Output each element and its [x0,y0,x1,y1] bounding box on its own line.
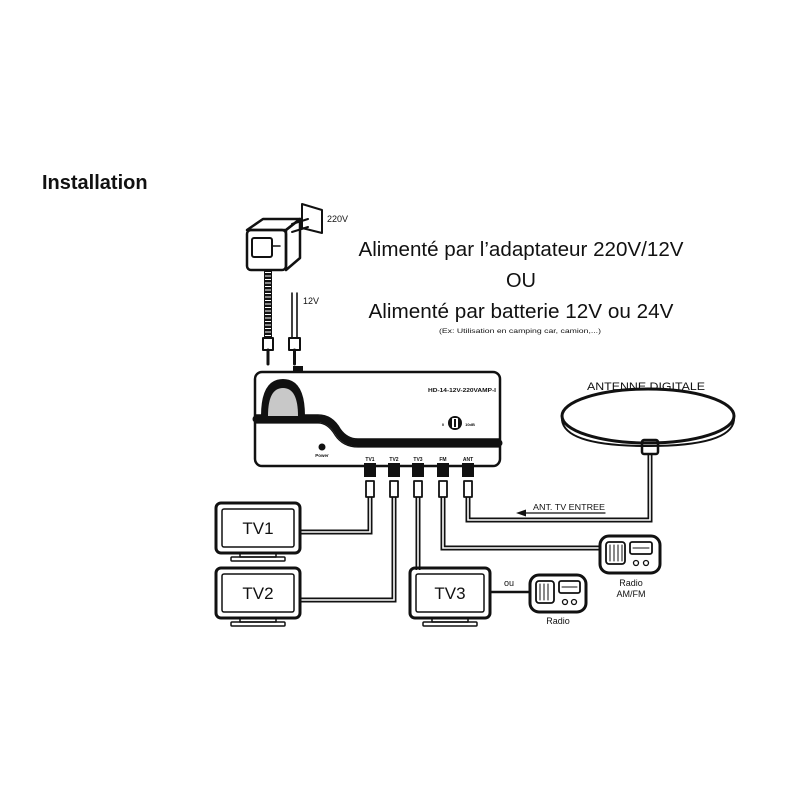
tv3-label: TV3 [434,584,465,603]
port-label: FM [439,457,446,463]
cable-tv2 [300,497,397,603]
cable-antenna [465,454,653,523]
tv2-label: TV2 [242,584,273,603]
power-adapter-icon [245,203,323,272]
tv1-label: TV1 [242,519,273,538]
power-led-icon [318,443,326,451]
gain-max-label: 10dB [465,422,475,427]
adapter-cable [262,270,274,366]
radio-amfm-icon [598,534,662,575]
power-label: Power [315,453,329,458]
radio-amfm-label-line2: AM/FM [617,589,646,599]
radio-label: Radio [546,616,570,626]
connector-port-5 [462,463,474,498]
tv2-icon [214,566,302,627]
power-option-battery: Alimenté par batterie 12V ou 24V [369,301,675,323]
gain-min-label: 0 [442,422,445,427]
amplifier-logo-arch [261,379,305,416]
page-title: Installation [42,172,148,194]
gain-knob[interactable] [448,416,462,430]
antenna-input-label: ANT. TV ENTREE [533,502,605,512]
radio-amfm-label-line1: Radio [619,578,643,588]
port-label: TV2 [389,457,398,463]
port-connectors [364,463,474,498]
connector-port-2 [388,463,400,498]
cable-radio-amfm [440,497,600,551]
cable-tv1 [300,497,373,535]
port-label: TV3 [413,457,422,463]
antenna-icon [560,387,736,456]
battery-voltage-label: 12V [303,296,319,306]
power-option-or: OU [506,270,536,292]
connector-port-1 [364,463,376,498]
connector-port-4 [437,463,449,498]
or-label: ou [504,578,514,588]
arrow-left-icon [516,509,606,517]
tv1-icon [214,501,302,562]
amplifier-model: HD-14-12V-220VAMP-I [428,388,497,394]
adapter-voltage-label: 220V [327,214,348,224]
battery-cable [288,292,301,366]
tv3-icon [408,566,492,627]
antenna-label: ANTENNE DIGITALE [587,381,705,393]
power-option-adapter: Alimenté par l’adaptateur 220V/12V [359,239,685,261]
amplifier [252,366,503,468]
radio-icon [528,573,588,614]
power-option-note: (Ex: Utilisation en camping car, camion,… [439,328,601,335]
connector-port-3 [412,463,424,498]
port-label: ANT [463,457,473,463]
port-label: TV1 [365,457,374,463]
